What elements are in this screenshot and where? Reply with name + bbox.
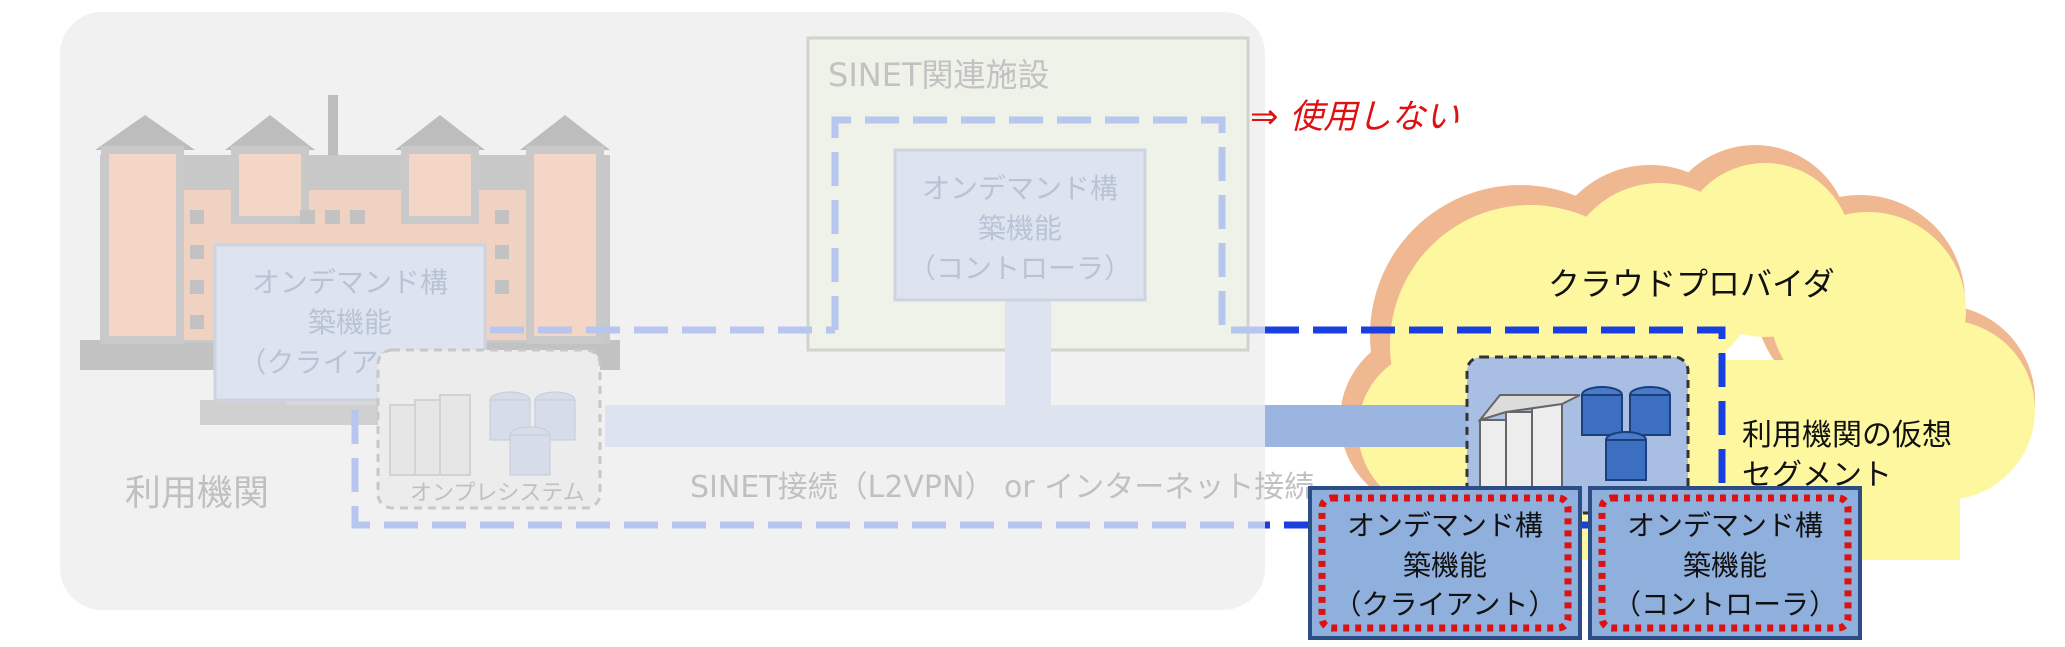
controller-active-line3: （コントローラ） <box>1613 588 1837 621</box>
client-active-line3: （クライアント） <box>1334 588 1557 621</box>
client-faded-line1: オンデマンド構 <box>252 266 448 299</box>
controller-faded-line2: 築機能 <box>978 212 1062 245</box>
client-box-active <box>1308 486 1582 640</box>
controller-faded-line1: オンデマンド構 <box>922 172 1118 205</box>
virtual-segment-line1: 利用機関の仮想 <box>1742 418 1952 453</box>
user-institution-label: 利用機関 <box>125 473 269 514</box>
cloud-server-group <box>1465 355 1690 515</box>
cloud-provider-label: クラウドプロバイダ <box>1548 265 1835 303</box>
connection-pipe-active <box>1265 405 1480 447</box>
faded-dashed-boundary-bottom <box>351 326 1265 529</box>
client-faded-line2: 築機能 <box>308 306 392 339</box>
facility-uplink <box>1005 300 1051 410</box>
controller-box-active <box>1588 486 1862 640</box>
controller-box-faded <box>893 148 1147 302</box>
connection-label: SINET接続（L2VPN） or インターネット接続 <box>690 470 1314 505</box>
faded-dashed-boundary-top <box>831 116 1265 334</box>
client-active-line1: オンデマンド構 <box>1347 509 1543 542</box>
not-used-note: ⇒ 使用しない <box>1250 97 1459 137</box>
controller-faded-line3: （コントローラ） <box>908 252 1132 285</box>
onprem-label: オンプレシステム <box>410 481 585 506</box>
onprem-server-group <box>376 348 602 510</box>
controller-active-line1: オンデマンド構 <box>1627 509 1823 542</box>
connection-pipe-faded <box>605 405 1265 447</box>
client-active-line2: 築機能 <box>1403 549 1487 582</box>
controller-active-line2: 築機能 <box>1683 549 1767 582</box>
sinet-facility-title: SINET関連施設 <box>828 56 1049 94</box>
